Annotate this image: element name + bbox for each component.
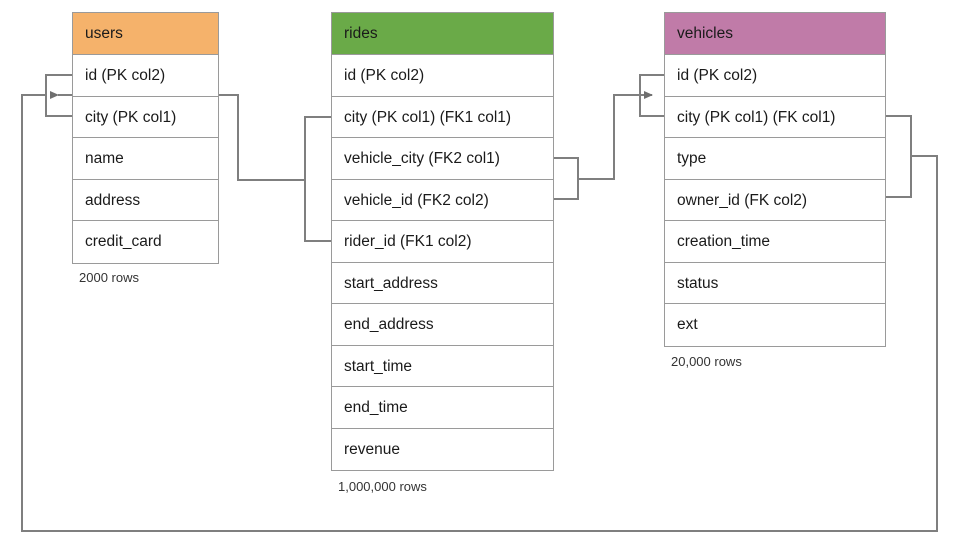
table-vehicles-title: vehicles	[677, 25, 733, 42]
table-users-title: users	[85, 25, 123, 42]
table-users[interactable]: users id (PK col2) city (PK col1) name a…	[72, 12, 219, 264]
table-rides-column-rider-id[interactable]: rider_id (FK1 col2)	[332, 221, 553, 263]
table-rides-column-start-time[interactable]: start_time	[332, 346, 553, 387]
table-rides[interactable]: rides id (PK col2) city (PK col1) (FK1 c…	[331, 12, 554, 471]
table-rides-column-revenue[interactable]: revenue	[344, 440, 401, 458]
table-rides-header: rides	[332, 13, 553, 55]
vehicles-right-bracket	[886, 115, 912, 198]
table-users-column-id[interactable]: id (PK col2)	[73, 55, 218, 97]
table-vehicles[interactable]: vehicles id (PK col2) city (PK col1) (FK…	[664, 12, 886, 347]
table-users-column-city[interactable]: city (PK col1)	[73, 97, 218, 138]
table-rides-title: rides	[344, 25, 378, 42]
table-vehicles-column-creation-time[interactable]: creation_time	[665, 221, 885, 263]
table-rides-column-city[interactable]: city (PK col1) (FK1 col1)	[332, 97, 553, 138]
table-vehicles-column-type[interactable]: type	[665, 138, 885, 180]
table-users-column-name[interactable]: name	[73, 138, 218, 180]
vehicles-left-bracket	[639, 74, 664, 117]
table-vehicles-row-count: 20,000 rows	[671, 354, 742, 369]
table-rides-column-end-address[interactable]: end_address	[332, 304, 553, 346]
table-vehicles-column-id[interactable]: id (PK col2)	[665, 55, 885, 97]
table-rides-column-start-address[interactable]: start_address	[332, 263, 553, 304]
table-rides-column-vehicle-city[interactable]: vehicle_city (FK2 col1)	[332, 138, 553, 180]
table-users-row-count: 2000 rows	[79, 270, 139, 285]
table-rides-column-vehicle-id[interactable]: vehicle_id (FK2 col2)	[332, 180, 553, 221]
table-vehicles-column-ext[interactable]: ext	[677, 316, 698, 333]
table-users-header: users	[73, 13, 218, 55]
table-vehicles-column-owner-id[interactable]: owner_id (FK col2)	[665, 180, 885, 221]
table-vehicles-column-status[interactable]: status	[665, 263, 885, 304]
rides-left-bracket	[304, 116, 331, 242]
table-users-column-address[interactable]: address	[73, 180, 218, 221]
table-vehicles-column-city[interactable]: city (PK col1) (FK col1)	[665, 97, 885, 138]
users-left-bracket	[45, 74, 72, 117]
connector-rides-to-vehicles	[578, 91, 653, 180]
table-users-column-credit-card[interactable]: credit_card	[85, 233, 162, 250]
table-rides-column-end-time[interactable]: end_time	[332, 387, 553, 429]
table-rides-column-id[interactable]: id (PK col2)	[332, 55, 553, 97]
rides-right-bracket	[554, 157, 579, 200]
table-vehicles-header: vehicles	[665, 13, 885, 55]
table-rides-row-count: 1,000,000 rows	[338, 479, 427, 494]
